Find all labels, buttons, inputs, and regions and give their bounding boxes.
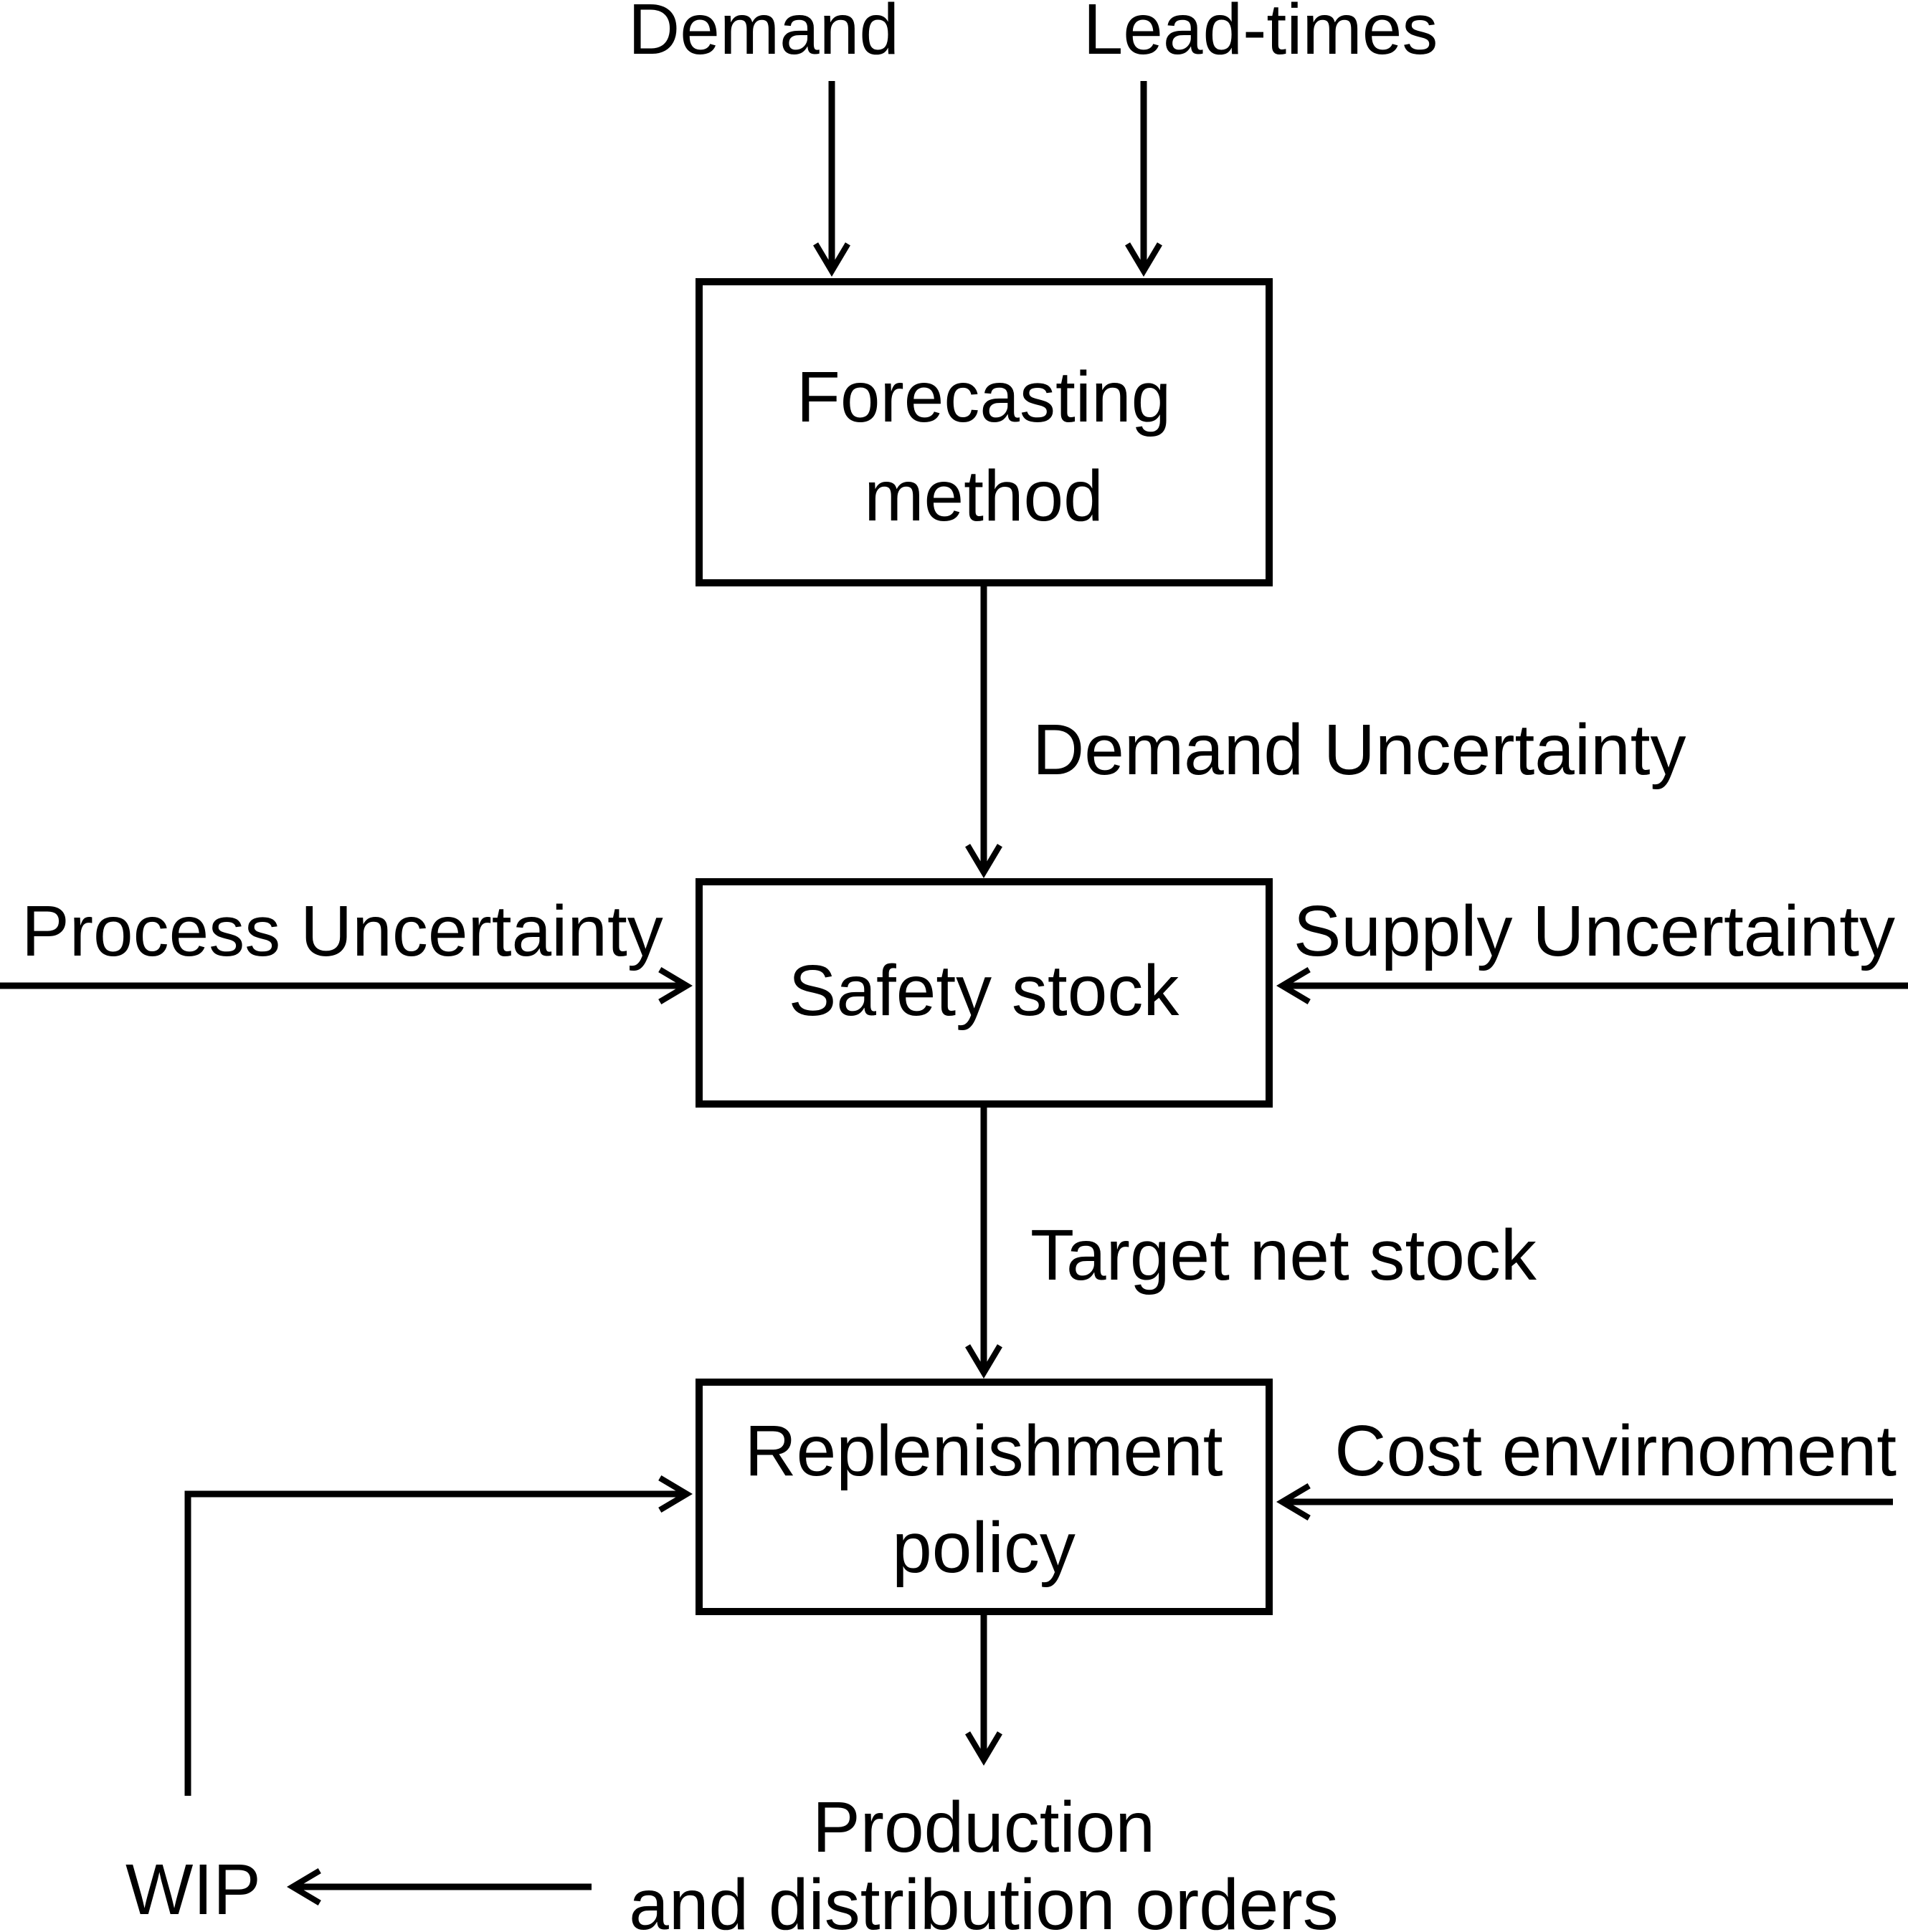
target-net-stock-label: Target net stock — [1030, 1215, 1537, 1295]
lead-times-input-label: Lead-times — [1083, 0, 1438, 70]
demand-input-label: Demand — [628, 0, 899, 70]
demand-uncertainty-label: Demand Uncertainty — [1033, 710, 1686, 790]
replenishment-policy-label-line2: policy — [892, 1508, 1076, 1588]
process-uncertainty-label: Process Uncertainty — [22, 891, 663, 971]
forecasting-method-label-line1: Forecasting — [797, 357, 1171, 437]
production-orders-label-line2: and distribution orders — [629, 1865, 1338, 1932]
forecasting-method-label-line2: method — [864, 456, 1103, 536]
replenishment-policy-box — [696, 1379, 1273, 1615]
wip-label: WIP — [125, 1850, 261, 1930]
safety-stock-box — [696, 878, 1273, 1108]
safety-stock-label: Safety stock — [789, 951, 1180, 1031]
production-orders-label-line1: Production — [812, 1787, 1155, 1867]
replenishment-policy-label-line1: Replenishment — [744, 1411, 1223, 1491]
forecasting-method-box — [696, 278, 1273, 586]
wip-feedback-arrow — [184, 1475, 693, 1796]
supply-uncertainty-label: Supply Uncertainty — [1294, 891, 1895, 971]
cost-environment-label: Cost envirnoment — [1334, 1411, 1897, 1491]
